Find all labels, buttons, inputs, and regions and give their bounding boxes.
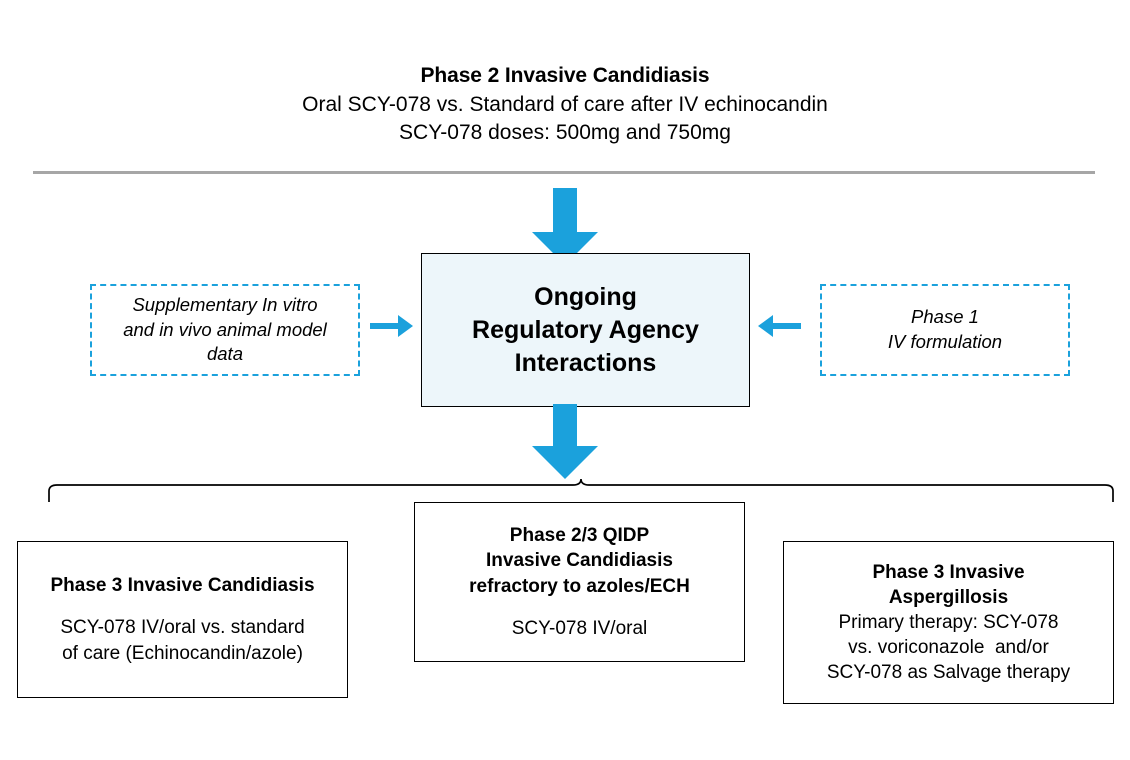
arrow-left-icon bbox=[757, 313, 801, 344]
center-box-line-2: Regulatory Agency bbox=[472, 315, 699, 344]
bottom-right-title-line-2: Aspergillosis bbox=[888, 586, 1009, 608]
bottom-right-line-1: Primary therapy: SCY-078 bbox=[838, 611, 1059, 633]
bottom-center-title-line-3: refractory to azoles/ECH bbox=[469, 575, 690, 597]
right-support-line-1: Phase 1 bbox=[911, 306, 979, 328]
page-title: Phase 2 Invasive Candidiasis bbox=[420, 64, 710, 87]
left-support-line-2: and in vivo animal model bbox=[123, 318, 327, 340]
arrow-right-icon bbox=[370, 313, 414, 344]
arrow-down-icon bbox=[531, 188, 599, 271]
header-subtitle-line-2: SCY-078 doses: 500mg and 750mg bbox=[399, 121, 731, 145]
bottom-left-program-box: Phase 3 Invasive Candidiasis SCY-078 IV/… bbox=[17, 541, 348, 698]
bottom-center-program-box: Phase 2/3 QIDP Invasive Candidiasis refr… bbox=[414, 502, 745, 662]
bottom-left-title: Phase 3 Invasive Candidiasis bbox=[50, 575, 315, 597]
left-support-box: Supplementary In vitro and in vivo anima… bbox=[90, 284, 360, 376]
center-emphasis-box: Ongoing Regulatory Agency Interactions bbox=[421, 253, 750, 407]
arrow-down-icon bbox=[531, 404, 599, 485]
brace-connector bbox=[40, 478, 1125, 513]
bottom-right-line-3: SCY-078 as Salvage therapy bbox=[826, 662, 1071, 684]
bottom-right-program-box: Phase 3 Invasive Aspergillosis Primary t… bbox=[783, 541, 1114, 704]
center-box-line-1: Ongoing bbox=[534, 282, 637, 311]
bottom-center-title-line-2: Invasive Candidiasis bbox=[486, 550, 673, 572]
bottom-right-title-line-1: Phase 3 Invasive bbox=[872, 561, 1025, 583]
left-support-line-1: Supplementary In vitro bbox=[132, 294, 318, 316]
center-box-line-3: Interactions bbox=[514, 348, 657, 377]
bottom-left-line-1: SCY-078 IV/oral vs. standard bbox=[60, 617, 305, 639]
bottom-center-line-1: SCY-078 IV/oral bbox=[511, 617, 648, 639]
left-support-line-3: data bbox=[206, 343, 243, 365]
header-block: Phase 2 Invasive Candidiasis Oral SCY-07… bbox=[0, 62, 1130, 148]
bottom-left-line-2: of care (Echinocandin/azole) bbox=[62, 642, 303, 664]
bottom-right-line-2: vs. voriconazole and/or bbox=[848, 637, 1049, 659]
header-subtitle-line-1: Oral SCY-078 vs. Standard of care after … bbox=[302, 92, 828, 116]
header-divider bbox=[33, 171, 1095, 174]
right-support-line-2: IV formulation bbox=[887, 331, 1003, 352]
bottom-center-title-line-1: Phase 2/3 QIDP bbox=[509, 525, 650, 547]
right-support-box: Phase 1 IV formulation bbox=[820, 284, 1070, 376]
